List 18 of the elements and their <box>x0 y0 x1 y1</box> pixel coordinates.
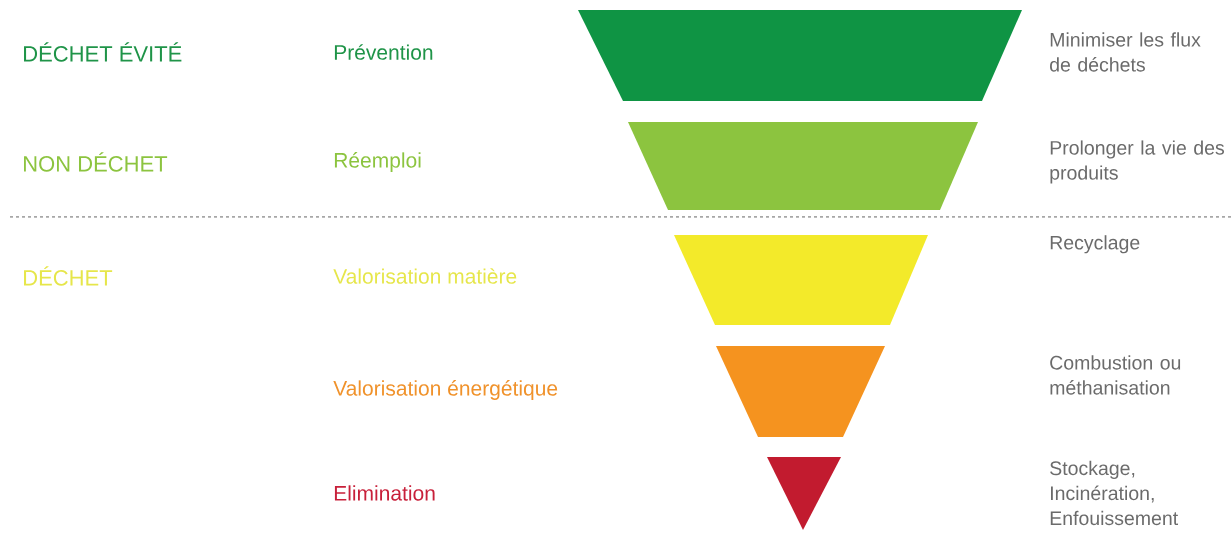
level-label: Elimination <box>334 485 435 501</box>
description-text: Prolonger la vie des produits <box>1050 140 1225 184</box>
level-label: Valorisation matière <box>333 268 517 284</box>
description-text: Minimiser les flux de déchets <box>1050 32 1201 72</box>
funnel-band <box>674 235 928 325</box>
funnel-band <box>767 457 841 530</box>
category-label: NON DÉCHET <box>24 152 168 172</box>
description-text: Combustion ou méthanisation <box>1050 355 1181 395</box>
level-label: Valorisation énergétique <box>333 380 558 400</box>
funnel-band <box>628 122 978 210</box>
level-label: Réemploi <box>334 152 421 172</box>
category-label: DÉCHET ÉVITÉ <box>24 42 182 62</box>
description-text: Stockage, Incinération, Enfouissement <box>1050 460 1178 526</box>
category-label: DÉCHET <box>24 266 113 286</box>
level-label: Prévention <box>334 44 433 60</box>
description-text: Recyclage <box>1050 235 1140 254</box>
funnel-band <box>716 346 885 437</box>
funnel-band <box>578 10 1022 101</box>
